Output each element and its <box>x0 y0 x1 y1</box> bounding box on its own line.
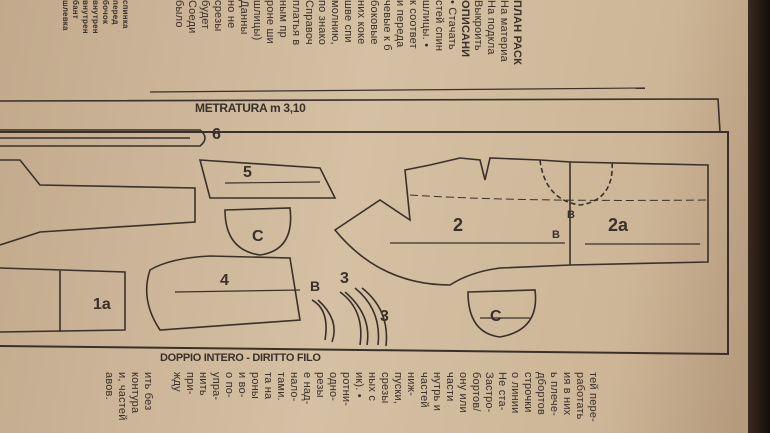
piece-label-c: C <box>252 228 264 245</box>
piece-b1 <box>311 299 335 343</box>
piece-c1 <box>224 207 292 256</box>
metratura-label: METRATURA m 3,10 <box>195 101 306 115</box>
fold-line <box>409 194 709 201</box>
piece-label-c: C <box>490 308 502 325</box>
piece-1a <box>0 267 126 333</box>
grain-label: DOPPIO INTERO - DIRITTO FILO <box>160 352 321 364</box>
piece-c2 <box>467 289 537 338</box>
piece-number-3: 3 <box>380 308 389 325</box>
grain-arrows <box>174 181 700 319</box>
piece-label-b: B <box>552 229 560 241</box>
piece-label-b: B <box>567 209 575 221</box>
divider-line <box>149 87 646 93</box>
piece-1 <box>0 159 196 246</box>
piece-5 <box>198 159 337 199</box>
piece-number-5: 5 <box>243 164 252 181</box>
piece-4 <box>145 255 301 331</box>
dart-circle <box>539 159 613 206</box>
page-edge-shadow <box>748 0 770 433</box>
piece-number-4: 4 <box>220 272 229 289</box>
piece-number-3: 3 <box>340 270 349 287</box>
frame-box <box>0 131 729 356</box>
piece-label-b: B <box>310 278 321 294</box>
piece-3a <box>339 291 369 346</box>
piece-number-6: 6 <box>212 126 221 143</box>
piece-number-2: 2 <box>453 215 464 235</box>
piece-number-1a: 1a <box>93 296 111 313</box>
piece-2a <box>569 161 709 266</box>
piece-number-2a: 2a <box>608 215 629 235</box>
piece-3b <box>354 287 388 347</box>
piece-2 <box>333 157 571 286</box>
piece-long-strip <box>0 129 206 147</box>
frame-top <box>0 98 721 133</box>
